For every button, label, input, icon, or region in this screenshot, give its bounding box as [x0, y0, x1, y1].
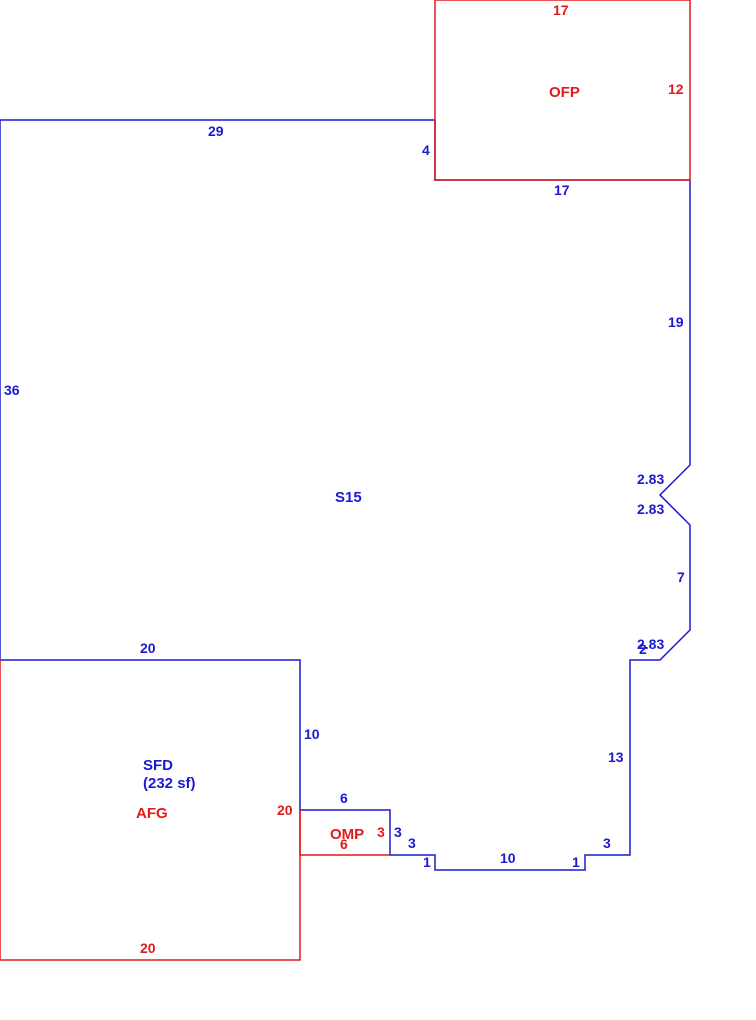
- dim-afg-left-edge: 20: [277, 802, 293, 818]
- dim-bay-a: 2.83: [637, 471, 664, 487]
- ofp-label: OFP: [549, 84, 580, 101]
- dim-main-top: 29: [208, 123, 224, 139]
- dim-bottom-notch-left: 1: [423, 854, 431, 870]
- ofp-outline: [434, 0, 691, 181]
- dim-bottom-span: 10: [500, 850, 516, 866]
- dim-ofp-top: 17: [553, 2, 569, 18]
- sfd-label: SFD: [143, 757, 173, 774]
- omp-label: OMP: [330, 826, 364, 843]
- dim-omp-side-red: 3: [377, 824, 385, 840]
- dim-ofp-bottom: 17: [554, 182, 570, 198]
- dim-omp-bottom: 6: [340, 836, 348, 852]
- sfd-area-label: (232 sf): [143, 775, 196, 792]
- dim-bottom-step-right: 3: [603, 835, 611, 851]
- dim-bay-b: 2.83: [637, 501, 664, 517]
- dim-main-right-upper: 19: [668, 314, 684, 330]
- dim-garage-side-blue: 10: [304, 726, 320, 742]
- omp-outline: [299, 810, 390, 856]
- dim-omp-side-blue: 3: [394, 824, 402, 840]
- afg-label: AFG: [136, 805, 168, 822]
- dim-main-over-garage: 20: [140, 640, 156, 656]
- s15-label: S15: [335, 489, 362, 506]
- dim-ofp-right: 12: [668, 81, 684, 97]
- dim-main-right-mid: 7: [677, 569, 685, 585]
- dim-omp-top: 6: [340, 790, 348, 806]
- main-living-outline: [0, 119, 691, 871]
- dim-main-step: 4: [422, 142, 430, 158]
- dim-main-right-lower: 13: [608, 749, 624, 765]
- dim-bay-c: 2.83: [637, 636, 664, 652]
- dim-bottom-step-left: 3: [408, 835, 416, 851]
- dim-main-left: 36: [4, 382, 20, 398]
- dim-bottom-notch-right: 1: [572, 854, 580, 870]
- dim-afg-bottom: 20: [140, 940, 156, 956]
- afg-outline: [0, 660, 301, 961]
- dim-notch-small: 2: [639, 641, 647, 657]
